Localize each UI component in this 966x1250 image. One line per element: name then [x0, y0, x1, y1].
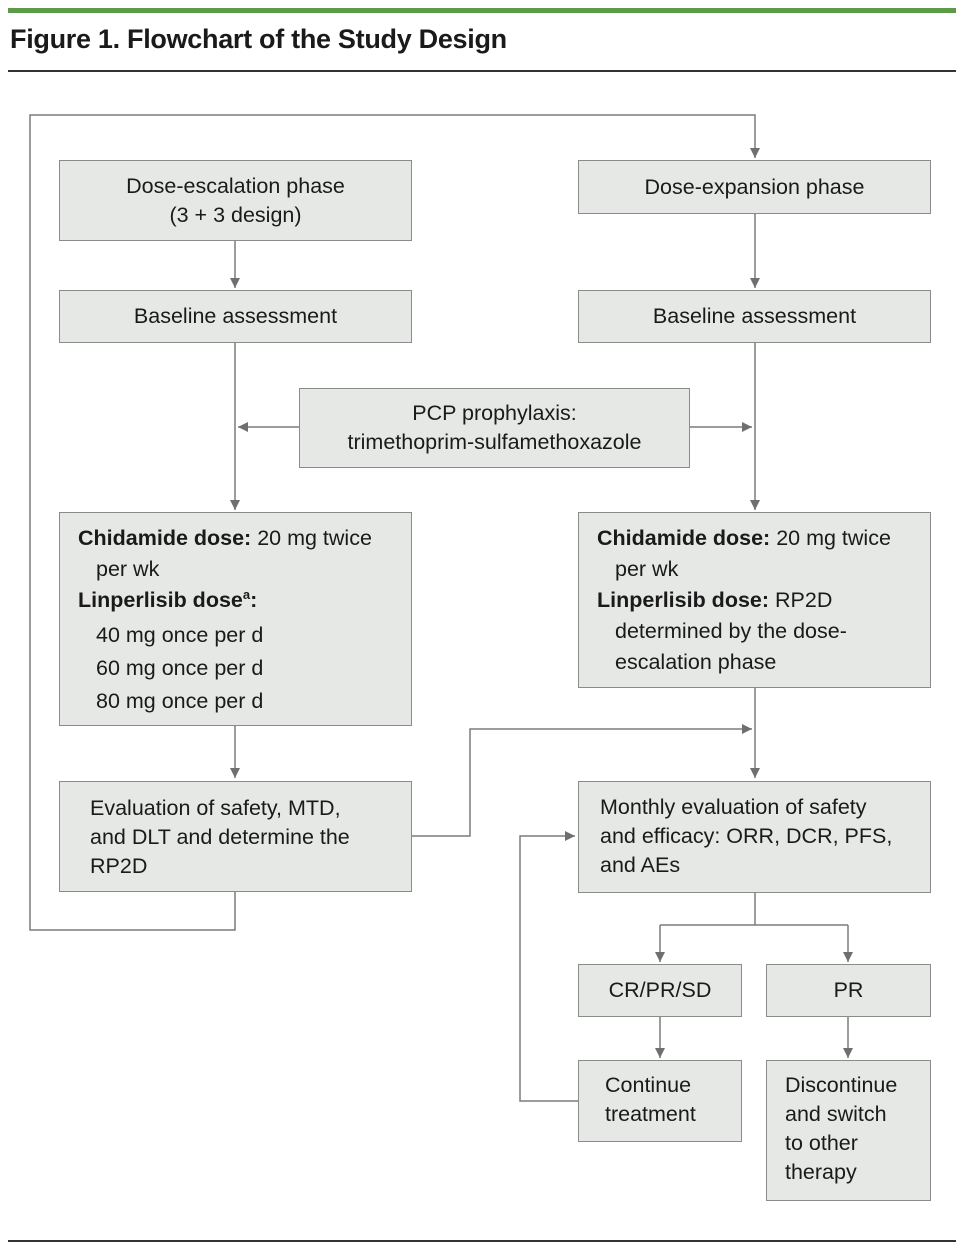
- discontinue-line-2: and switch: [785, 1102, 887, 1126]
- loop-to-expansion-arrow: [29, 114, 760, 931]
- evaluation-line-1: Evaluation of safety, MTD,: [90, 796, 341, 820]
- chidamide-dose-value: 20 mg twice: [257, 526, 372, 550]
- baseline-right-box: Baseline assessment: [578, 290, 931, 343]
- chidamide-dose-label: Chidamide dose:: [78, 526, 252, 550]
- baseline-left-label: Baseline assessment: [133, 304, 338, 328]
- chidamide-dose-frequency: per wk: [96, 557, 160, 581]
- continue-treatment-box: Continue treatment: [578, 1060, 742, 1142]
- cr-pr-sd-box: CR/PR/SD: [578, 964, 742, 1017]
- pr-box: PR: [766, 964, 931, 1017]
- cr-pr-sd-label: CR/PR/SD: [608, 978, 712, 1002]
- top-accent-rule: [8, 8, 956, 13]
- evaluation-to-expansion-arrow: [412, 724, 752, 837]
- linperlisib-dose-60: 60 mg once per d: [96, 656, 264, 680]
- pcp-label: PCP prophylaxis:: [412, 401, 577, 425]
- dose-expansion-box: Dose-expansion phase: [578, 160, 931, 214]
- linperlisib-dose-label: Linperlisib dose:: [597, 588, 770, 612]
- discontinue-line-1: Discontinue: [785, 1073, 898, 1097]
- linperlisib-dose-label: Linperlisib dose: [78, 588, 243, 612]
- split-to-cr-arrow: [660, 924, 848, 962]
- figure-title: Figure 1. Flowchart of the Study Design: [10, 24, 507, 54]
- evaluation-line-3: RP2D: [90, 854, 148, 878]
- chidamide-dose-value: 20 mg twice: [776, 526, 891, 550]
- pcp-drug: trimethoprim-sulfamethoxazole: [347, 430, 642, 454]
- dose-escalation-label: Dose-escalation phase: [126, 173, 345, 198]
- bottom-divider: [8, 1240, 956, 1242]
- linperlisib-dose-value: RP2D: [775, 588, 833, 612]
- baseline-left-box: Baseline assessment: [59, 290, 412, 343]
- continue-loop-arrow: [519, 831, 578, 1102]
- pcp-prophylaxis-box: PCP prophylaxis: trimethoprim-sulfametho…: [299, 388, 690, 468]
- footnote-marker: a: [242, 586, 251, 602]
- continue-line-1: Continue: [605, 1073, 692, 1097]
- dose-expansion-label: Dose-expansion phase: [644, 174, 865, 199]
- dose-left-box: Chidamide dose: 20 mg twice per wk Linpe…: [59, 512, 412, 726]
- monthly-line-3: and AEs: [600, 853, 681, 877]
- monthly-line-2: and efficacy: ORR, DCR, PFS,: [600, 824, 893, 848]
- linperlisib-colon: :: [250, 588, 258, 612]
- linperlisib-dose-40: 40 mg once per d: [96, 623, 264, 647]
- baseline-right-label: Baseline assessment: [652, 304, 857, 328]
- linperlisib-dose-note-1: determined by the dose-: [615, 619, 847, 643]
- chidamide-dose-frequency: per wk: [615, 557, 679, 581]
- discontinue-line-3: to other: [785, 1131, 858, 1155]
- linperlisib-dose-80: 80 mg once per d: [96, 689, 264, 713]
- evaluation-line-2: and DLT and determine the: [90, 825, 350, 849]
- dose-escalation-design: (3 + 3 design): [169, 202, 302, 227]
- discontinue-box: Discontinue and switch to other therapy: [766, 1060, 931, 1201]
- linperlisib-dose-note-2: escalation phase: [615, 650, 777, 674]
- pr-label: PR: [833, 978, 864, 1002]
- discontinue-line-4: therapy: [785, 1160, 857, 1184]
- continue-line-2: treatment: [605, 1102, 696, 1126]
- dose-right-box: Chidamide dose: 20 mg twice per wk Linpe…: [578, 512, 931, 688]
- monthly-evaluation-box: Monthly evaluation of safety and efficac…: [578, 781, 931, 893]
- chidamide-dose-label: Chidamide dose:: [597, 526, 771, 550]
- title-divider: [8, 70, 956, 72]
- dose-escalation-box: Dose-escalation phase (3 + 3 design): [59, 160, 412, 241]
- monthly-line-1: Monthly evaluation of safety: [600, 795, 867, 819]
- evaluation-box: Evaluation of safety, MTD, and DLT and d…: [59, 781, 412, 892]
